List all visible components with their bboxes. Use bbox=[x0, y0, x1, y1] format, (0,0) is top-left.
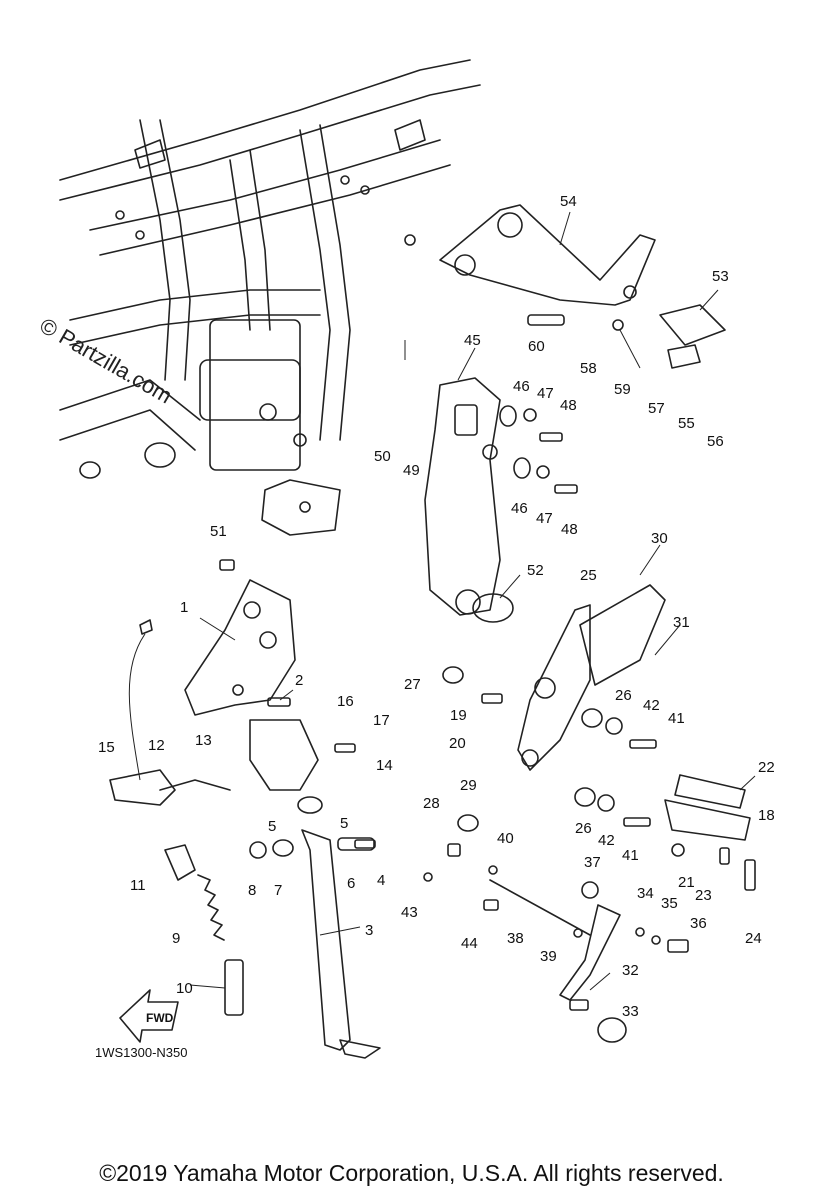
callout-10: 10 bbox=[176, 980, 193, 997]
callout-50: 50 bbox=[374, 448, 391, 465]
callout-23: 23 bbox=[695, 887, 712, 904]
rear-footrest-bracket bbox=[439, 204, 726, 369]
callout-41b: 41 bbox=[622, 847, 639, 864]
callout-45: 45 bbox=[464, 332, 481, 349]
callout-8: 8 bbox=[248, 882, 256, 899]
callout-53: 53 bbox=[712, 268, 729, 285]
callout-52: 52 bbox=[527, 562, 544, 579]
front-footrest-assembly bbox=[442, 584, 756, 891]
callout-18: 18 bbox=[758, 807, 775, 824]
callout-44: 44 bbox=[461, 935, 478, 952]
callout-11: 11 bbox=[130, 877, 146, 894]
callout-13: 13 bbox=[195, 732, 212, 749]
callout-38: 38 bbox=[507, 930, 524, 947]
footrest-plate bbox=[424, 377, 578, 623]
callout-51: 51 bbox=[210, 523, 227, 540]
callout-48b: 48 bbox=[561, 521, 578, 538]
callout-41a: 41 bbox=[668, 710, 685, 727]
callout-58: 58 bbox=[580, 360, 597, 377]
copyright-notice: ©2019 Yamaha Motor Corporation, U.S.A. A… bbox=[99, 1160, 724, 1186]
diagram-code: 1WS1300-N350 bbox=[95, 1045, 188, 1060]
callout-15: 15 bbox=[98, 739, 115, 756]
callout-1: 1 bbox=[180, 599, 188, 616]
shift-pedal bbox=[423, 814, 689, 1043]
callout-28: 28 bbox=[423, 795, 440, 812]
callout-46b: 46 bbox=[511, 500, 528, 517]
callout-35: 35 bbox=[661, 895, 678, 912]
callout-57: 57 bbox=[648, 400, 665, 417]
callout-29: 29 bbox=[460, 777, 477, 794]
callout-47b: 47 bbox=[536, 510, 553, 527]
callout-12: 12 bbox=[148, 737, 165, 754]
frame-drawing bbox=[59, 59, 481, 536]
callout-54: 54 bbox=[560, 193, 577, 210]
callout-26b: 26 bbox=[575, 820, 592, 837]
callout-7: 7 bbox=[274, 882, 282, 899]
sidestand-bracket bbox=[109, 559, 376, 849]
callout-34: 34 bbox=[637, 885, 654, 902]
callout-59: 59 bbox=[614, 381, 631, 398]
callout-27: 27 bbox=[404, 676, 421, 693]
callout-32: 32 bbox=[622, 962, 639, 979]
callout-17: 17 bbox=[373, 712, 390, 729]
callout-26a: 26 bbox=[615, 687, 632, 704]
callout-3: 3 bbox=[365, 922, 373, 939]
callout-56: 56 bbox=[707, 433, 724, 450]
callout-42b: 42 bbox=[598, 832, 615, 849]
callout-5a: 5 bbox=[268, 818, 276, 835]
callout-37: 37 bbox=[584, 854, 601, 871]
callout-46a: 46 bbox=[513, 378, 530, 395]
callout-42a: 42 bbox=[643, 697, 660, 714]
callout-4: 4 bbox=[377, 872, 385, 889]
leader-lines bbox=[189, 211, 756, 991]
callout-6: 6 bbox=[347, 875, 355, 892]
callout-22: 22 bbox=[758, 759, 775, 776]
callout-9: 9 bbox=[172, 930, 180, 947]
callout-43: 43 bbox=[401, 904, 418, 921]
callout-31: 31 bbox=[673, 614, 690, 631]
callout-24: 24 bbox=[745, 930, 762, 947]
fwd-label: FWD bbox=[146, 1011, 174, 1025]
callout-2: 2 bbox=[295, 672, 303, 689]
callout-19: 19 bbox=[450, 707, 467, 724]
callout-14: 14 bbox=[376, 757, 393, 774]
callout-30: 30 bbox=[651, 530, 668, 547]
sidestand bbox=[164, 796, 381, 1059]
callout-60: 60 bbox=[528, 338, 545, 355]
callout-25: 25 bbox=[580, 567, 597, 584]
callout-40: 40 bbox=[497, 830, 514, 847]
callout-21: 21 bbox=[678, 874, 695, 891]
callout-36: 36 bbox=[690, 915, 707, 932]
fwd-arrow: FWD bbox=[119, 989, 179, 1043]
exploded-view-drawing: FWD © Partzilla.com 1WS1300-N350 1 2 3 4… bbox=[36, 59, 775, 1060]
callout-16: 16 bbox=[337, 693, 354, 710]
callout-48a: 48 bbox=[560, 397, 577, 414]
callout-47a: 47 bbox=[537, 385, 554, 402]
callout-39: 39 bbox=[540, 948, 557, 965]
callout-20: 20 bbox=[449, 735, 466, 752]
callout-55: 55 bbox=[678, 415, 695, 432]
callout-33: 33 bbox=[622, 1003, 639, 1020]
callout-49: 49 bbox=[403, 462, 420, 479]
callout-5b: 5 bbox=[340, 815, 348, 832]
callout-labels: 1 2 3 4 5 5 6 7 8 9 10 11 12 13 14 15 16… bbox=[98, 193, 775, 1020]
